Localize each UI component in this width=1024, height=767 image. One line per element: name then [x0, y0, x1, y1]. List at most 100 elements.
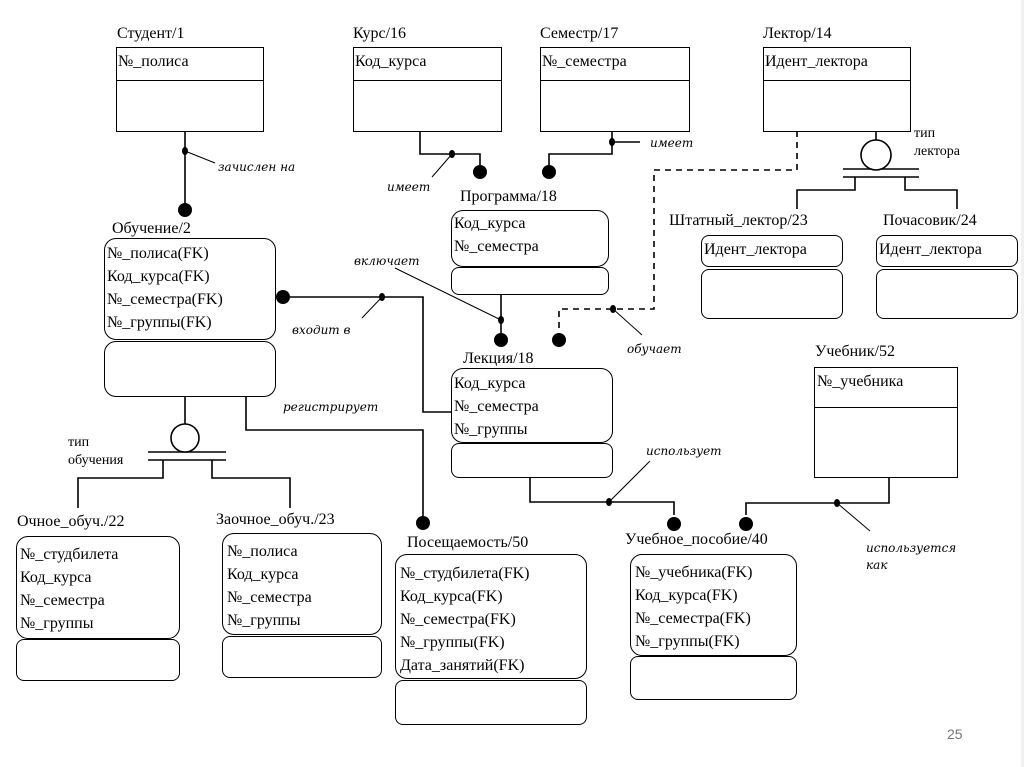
relationship-label-includes: включает	[354, 254, 420, 268]
entity-education-keys: №_полиса(FK) Код_курса(FK) №_семестра(FK…	[105, 240, 223, 334]
relationship-label-teaches: обучает	[627, 342, 682, 356]
attr: №_полиса(FK)	[107, 245, 209, 262]
entity-lecture-body	[451, 443, 613, 478]
entity-title-fulltime: Очное_обуч./22	[17, 513, 125, 530]
connector-semester-program	[548, 131, 613, 165]
label-dot	[182, 147, 188, 155]
category-label-line: тип	[914, 126, 936, 141]
label-dot	[498, 316, 504, 324]
attr: №_студбилета	[20, 546, 119, 563]
entity-program-body	[451, 267, 609, 295]
attr: №_семестра	[227, 589, 312, 606]
entity-attendance[interactable]	[395, 554, 587, 679]
attr: №_студбилета(FK)	[400, 565, 530, 582]
entity-title-textbook: Учебник/52	[815, 343, 895, 360]
entity-semester-key: №_семестра	[542, 53, 627, 70]
attr: №_семестра(FK)	[400, 611, 516, 628]
relationship-label-has-semester: имеет	[650, 136, 694, 150]
entity-hourly-body	[876, 269, 1018, 319]
entity-fulltime-body	[16, 639, 180, 681]
entity-parttime-body	[222, 636, 382, 678]
page-number: 25	[947, 726, 963, 742]
entity-title-lecture: Лекция/18	[463, 350, 534, 367]
category-label-lecturer: тип лектора	[914, 125, 960, 161]
entity-hourly[interactable]	[876, 235, 1018, 267]
many-dot	[178, 203, 192, 217]
many-dot	[276, 290, 290, 304]
entity-title-program: Программа/18	[460, 188, 557, 205]
attr: Дата_занятий(FK)	[400, 657, 525, 674]
entity-title-hourly: Почасовик/24	[883, 212, 977, 229]
category-circle-lecturer	[860, 139, 892, 171]
entity-education[interactable]	[104, 238, 276, 340]
entity-textbook-key: №_учебника	[817, 373, 904, 390]
relationship-label-used-as: используется как	[866, 541, 957, 572]
entity-textbook[interactable]	[814, 367, 958, 478]
relationship-label-uses: использует	[646, 444, 722, 458]
attr: №_группы	[454, 421, 528, 438]
entity-course-key: Код_курса	[355, 53, 427, 70]
attr: №_группы(FK)	[107, 314, 212, 331]
connector-education-attendance	[245, 396, 424, 516]
label-dot	[449, 150, 455, 158]
entity-fulltime-keys: №_студбилета Код_курса №_семестра №_груп…	[18, 541, 118, 635]
label-dot	[834, 499, 840, 507]
entity-student[interactable]	[116, 47, 264, 132]
relationship-label-registers: регистрирует	[283, 400, 379, 414]
entity-fulltime[interactable]	[16, 536, 180, 639]
entity-study-aid-keys: №_учебника(FK) Код_курса(FK) №_семестра(…	[633, 559, 752, 653]
entity-semester[interactable]	[540, 47, 690, 132]
attr: Код_курса	[454, 375, 526, 392]
connector-textbook-studyaid	[745, 477, 890, 515]
relationship-label-has-course: имеет	[387, 180, 431, 194]
attr: №_группы	[20, 615, 94, 632]
attr: №_группы(FK)	[400, 634, 505, 651]
attr: №_семестра	[454, 238, 539, 255]
label-dot	[610, 305, 616, 313]
entity-staff-lecturer[interactable]	[701, 235, 843, 267]
slide-edge	[1021, 0, 1024, 767]
entity-program-keys: Код_курса №_семестра	[452, 210, 539, 258]
many-dot	[473, 165, 487, 179]
entity-study-aid-body	[630, 656, 797, 700]
attr: №_группы	[227, 612, 301, 629]
entity-parttime[interactable]	[222, 533, 382, 635]
many-dot	[416, 516, 430, 530]
entity-attendance-body	[395, 680, 587, 725]
entity-title-parttime: Заочное_обуч./23	[216, 511, 335, 528]
entity-lecture-keys: Код_курса №_семестра №_группы	[452, 370, 539, 441]
entity-lecturer[interactable]	[763, 47, 911, 132]
attr: №_полиса	[227, 543, 298, 560]
attr: Код_курса(FK)	[107, 268, 210, 285]
entity-study-aid[interactable]	[630, 554, 797, 656]
entity-parttime-keys: №_полиса Код_курса №_семестра №_группы	[225, 538, 312, 632]
many-dot	[494, 333, 508, 347]
connector-lecture-studyaid	[529, 477, 675, 515]
entity-staff-lecturer-body	[701, 269, 843, 319]
relationship-label-enrolled: зачислен на	[218, 160, 296, 174]
connector-education-lecture	[290, 296, 452, 413]
label-dot	[606, 498, 612, 506]
attr: Код_курса(FK)	[400, 588, 503, 605]
connector-lecturer-lecture	[558, 131, 798, 332]
label-dot	[609, 138, 615, 146]
category-label-line: лектора	[914, 144, 960, 159]
many-dot	[667, 517, 681, 531]
attr: Код_курса	[227, 566, 299, 583]
entity-attendance-keys: №_студбилета(FK) Код_курса(FK) №_семестр…	[398, 560, 529, 677]
entity-title-study-aid: Учебное_пособие/40	[625, 531, 768, 548]
many-dot	[739, 517, 753, 531]
entity-lecturer-key: Идент_лектора	[765, 53, 868, 70]
many-dot	[552, 333, 566, 347]
category-label-education: тип обучения	[68, 434, 123, 470]
entity-lecture[interactable]	[451, 368, 613, 443]
entity-staff-lecturer-key: Идент_лектора	[704, 241, 807, 258]
entity-education-body	[104, 341, 276, 397]
attr: №_семестра(FK)	[107, 291, 223, 308]
attr: №_группы(FK)	[635, 633, 740, 650]
entity-student-key: №_полиса	[118, 53, 189, 70]
entity-course[interactable]	[353, 47, 502, 132]
label-dot	[379, 293, 385, 301]
entity-program[interactable]	[451, 210, 609, 267]
